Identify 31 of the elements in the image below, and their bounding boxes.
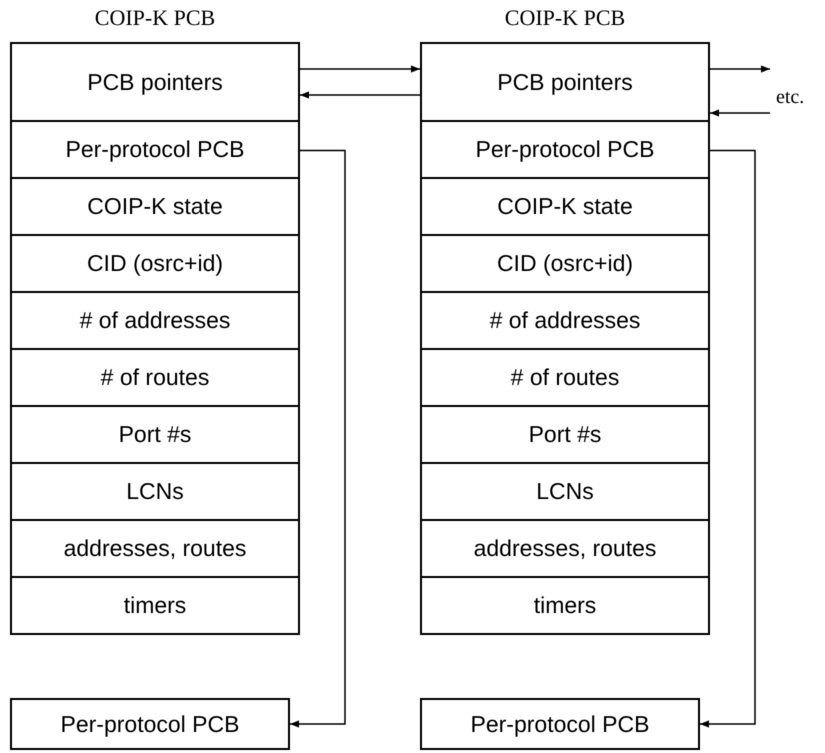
field-box: PCB pointers xyxy=(420,42,710,122)
field-box: COIP-K state xyxy=(10,177,300,236)
field-box: # of addresses xyxy=(420,291,710,350)
arrow xyxy=(300,91,420,99)
arrow xyxy=(290,150,346,728)
field-box: CID (osrc+id) xyxy=(420,234,710,293)
field-box: Port #s xyxy=(420,405,710,464)
field-box: Per-protocol PCB xyxy=(420,698,700,750)
field-box: Per-protocol PCB xyxy=(10,698,290,750)
column-heading: COIP-K PCB xyxy=(94,5,216,31)
note-text: etc. xyxy=(776,86,804,109)
field-box: Port #s xyxy=(10,405,300,464)
field-box: # of routes xyxy=(10,348,300,407)
arrow xyxy=(710,65,770,73)
field-box: timers xyxy=(420,576,710,635)
field-box: timers xyxy=(10,576,300,635)
column-heading: COIP-K PCB xyxy=(504,5,626,31)
field-box: CID (osrc+id) xyxy=(10,234,300,293)
field-box: PCB pointers xyxy=(10,42,300,122)
field-box: # of routes xyxy=(420,348,710,407)
field-box: addresses, routes xyxy=(420,519,710,578)
arrow xyxy=(700,150,756,728)
arrow xyxy=(710,109,770,117)
field-box: addresses, routes xyxy=(10,519,300,578)
field-box: Per-protocol PCB xyxy=(420,120,710,179)
field-box: LCNs xyxy=(420,462,710,521)
field-box: # of addresses xyxy=(10,291,300,350)
field-box: Per-protocol PCB xyxy=(10,120,300,179)
arrow xyxy=(300,65,420,73)
field-box: COIP-K state xyxy=(420,177,710,236)
field-box: LCNs xyxy=(10,462,300,521)
